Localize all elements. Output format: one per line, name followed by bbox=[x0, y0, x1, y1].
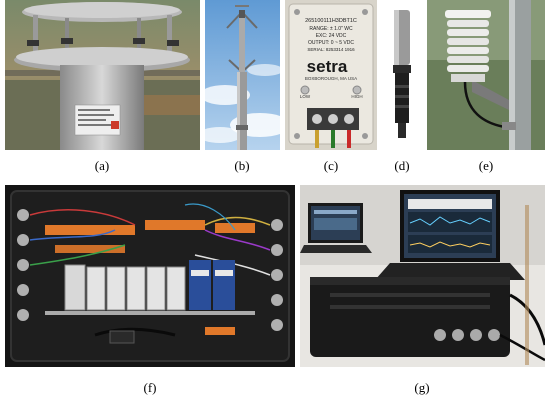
caption-a: (a) bbox=[94, 158, 110, 173]
terminal-low-label: LOW bbox=[300, 94, 311, 99]
label-line4: OUTPUT: 0 ~ 5 VDC bbox=[308, 40, 354, 46]
photo-sonic-anemometer-sky bbox=[205, 0, 280, 150]
caption-g: (g) bbox=[414, 380, 430, 395]
label-line3: EXC: 24 VDC bbox=[316, 33, 347, 39]
terminal-high-label: HIGH bbox=[351, 94, 362, 99]
photo-pressure-sensor bbox=[381, 0, 423, 150]
setra-logo: setra bbox=[307, 57, 348, 76]
label-line2: RANGE: ± 1.0" WC bbox=[309, 26, 353, 32]
photo-radiation-shield bbox=[427, 0, 545, 150]
label-line1: 265100111H3DBT1C bbox=[305, 18, 357, 24]
caption-b: (b) bbox=[234, 158, 250, 173]
photo-datalogger-enclosure bbox=[5, 185, 295, 367]
photo-setra-pressure-transducer: 265100111H3DBT1C RANGE: ± 1.0" WC EXC: 2… bbox=[285, 0, 377, 150]
label-line5: SERIAL: 8253314 1916 bbox=[307, 47, 355, 52]
caption-e: (e) bbox=[478, 158, 494, 173]
photo-ultrasonic-anemometer bbox=[5, 0, 200, 150]
company-text: BOXBOROUGH, MA USA bbox=[305, 76, 357, 81]
photo-laptops-case bbox=[300, 185, 545, 367]
caption-c: (c) bbox=[323, 158, 339, 173]
caption-f: (f) bbox=[143, 380, 157, 395]
caption-d: (d) bbox=[394, 158, 410, 173]
